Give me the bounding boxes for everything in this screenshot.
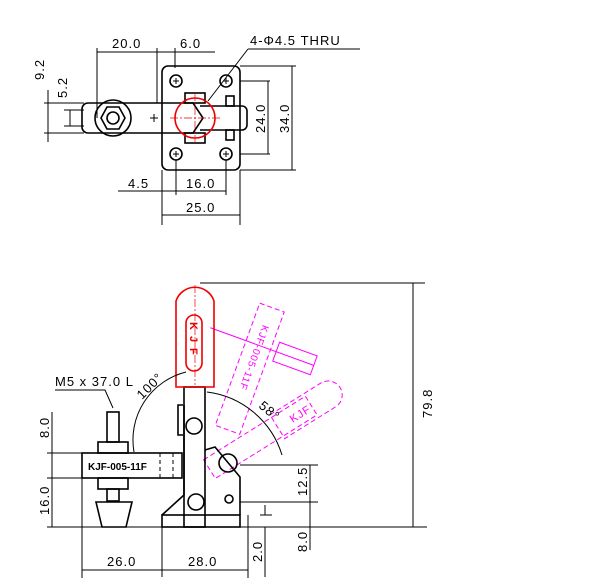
dim-6: 6.0 xyxy=(180,36,201,51)
base-plate xyxy=(161,65,241,171)
bolt-note: M5 x 37.0 L xyxy=(55,374,134,389)
angle-arc-58 xyxy=(206,391,283,456)
dim-24: 24.0 xyxy=(253,104,268,133)
ghost-handle-letters: KJF xyxy=(288,403,313,425)
dim-25: 25.0 xyxy=(186,200,215,215)
spindle-pad xyxy=(94,501,134,528)
dim-12-5: 12.5 xyxy=(295,467,310,496)
dim-2: 2.0 xyxy=(250,541,265,562)
angle-arc-100 xyxy=(132,371,187,453)
dim-26: 26.0 xyxy=(107,554,136,569)
dim-34: 34.0 xyxy=(277,104,292,133)
dim-4-5: 4.5 xyxy=(128,176,149,191)
bolt xyxy=(106,411,120,443)
hex-nut xyxy=(100,106,126,130)
handle-grip xyxy=(175,286,215,388)
angle-100-label: 100° xyxy=(134,370,166,402)
ghost-model-label: KJF-005-11F xyxy=(236,323,270,391)
dim-8-right: 8.0 xyxy=(295,531,310,552)
clamp-bar xyxy=(81,452,183,479)
dim-79-8: 79.8 xyxy=(420,389,435,418)
dim-9-2: 9.2 xyxy=(32,59,47,80)
handle-column xyxy=(183,386,206,528)
hole-note: 4-Φ4.5 THRU xyxy=(250,33,341,48)
dim-16-left: 16.0 xyxy=(37,486,52,515)
spindle-slot xyxy=(200,105,248,131)
nut-washer xyxy=(94,99,132,137)
top-view: 20.0 6.0 4-Φ4.5 THRU 9.2 5.2 24.0 34.0 4… xyxy=(32,33,360,225)
clamp-arm xyxy=(81,102,204,134)
handle-letters: KJF xyxy=(187,322,199,361)
dim-16: 16.0 xyxy=(186,176,215,191)
model-label: KJF-005-11F xyxy=(88,462,147,473)
dim-20: 20.0 xyxy=(112,36,141,51)
dim-28: 28.0 xyxy=(188,554,217,569)
angle-58-label: 58° xyxy=(256,398,283,424)
side-view: KJF-005-11F KJF KJF-005-11F KJF 100° 58°… xyxy=(37,282,435,578)
dim-5-2: 5.2 xyxy=(55,77,70,98)
mounting-holes xyxy=(169,74,233,161)
base xyxy=(161,514,241,528)
dim-8-left: 8.0 xyxy=(37,417,52,438)
